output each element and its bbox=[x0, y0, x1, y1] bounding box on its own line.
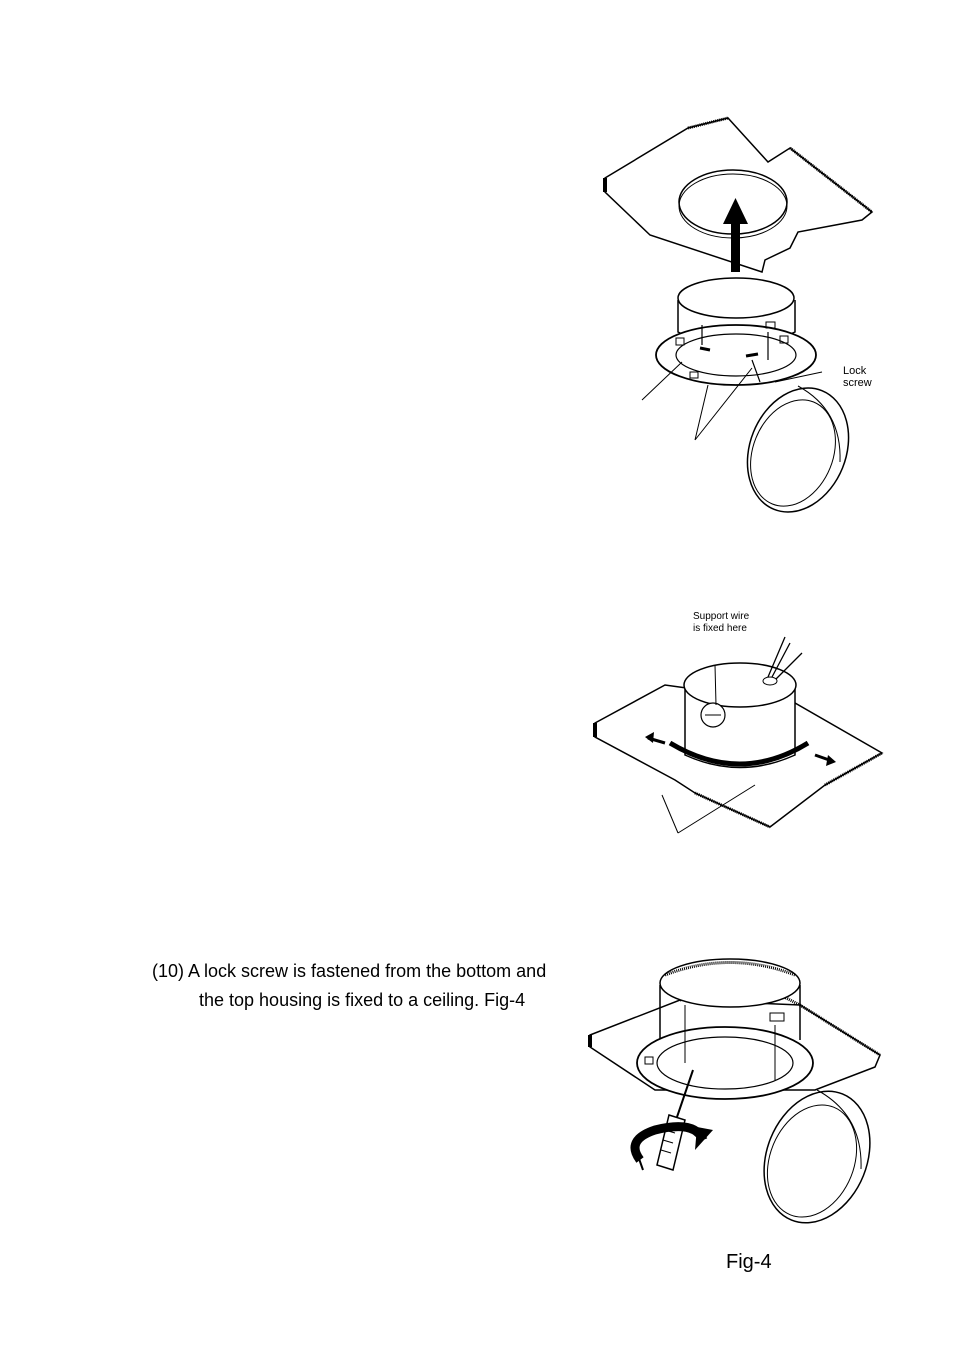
lock-screw-label-line1: Lock bbox=[843, 365, 866, 377]
support-wire-label: Support wire is fixed here bbox=[693, 611, 749, 635]
support-wire-label-line1: Support wire bbox=[693, 611, 749, 622]
step-text-line2: the top housing is fixed to a ceiling. F… bbox=[152, 986, 622, 1015]
lock-screw-label: Lock screw bbox=[843, 365, 872, 389]
dome-cover bbox=[730, 373, 867, 520]
step-text-line1: A lock screw is fastened from the bottom… bbox=[188, 961, 546, 981]
figure-housing-insertion bbox=[590, 110, 890, 520]
arrow-up-icon bbox=[731, 222, 740, 272]
lock-screw-drawing bbox=[585, 945, 885, 1235]
housing-insertion-drawing bbox=[590, 110, 890, 520]
housing-seated-drawing bbox=[590, 625, 890, 840]
support-wire-label-line2: is fixed here bbox=[693, 623, 747, 634]
step-number: (10) bbox=[152, 961, 184, 981]
figure-housing-seated bbox=[590, 625, 890, 840]
lock-screw-label-line2: screw bbox=[843, 377, 872, 389]
step-10-text: (10) A lock screw is fastened from the b… bbox=[152, 957, 622, 1015]
figure-caption: Fig-4 bbox=[726, 1251, 772, 1274]
figure-lock-screw-fastening bbox=[585, 945, 885, 1235]
dome-cover-3 bbox=[745, 1075, 885, 1235]
top-housing bbox=[660, 959, 800, 1007]
